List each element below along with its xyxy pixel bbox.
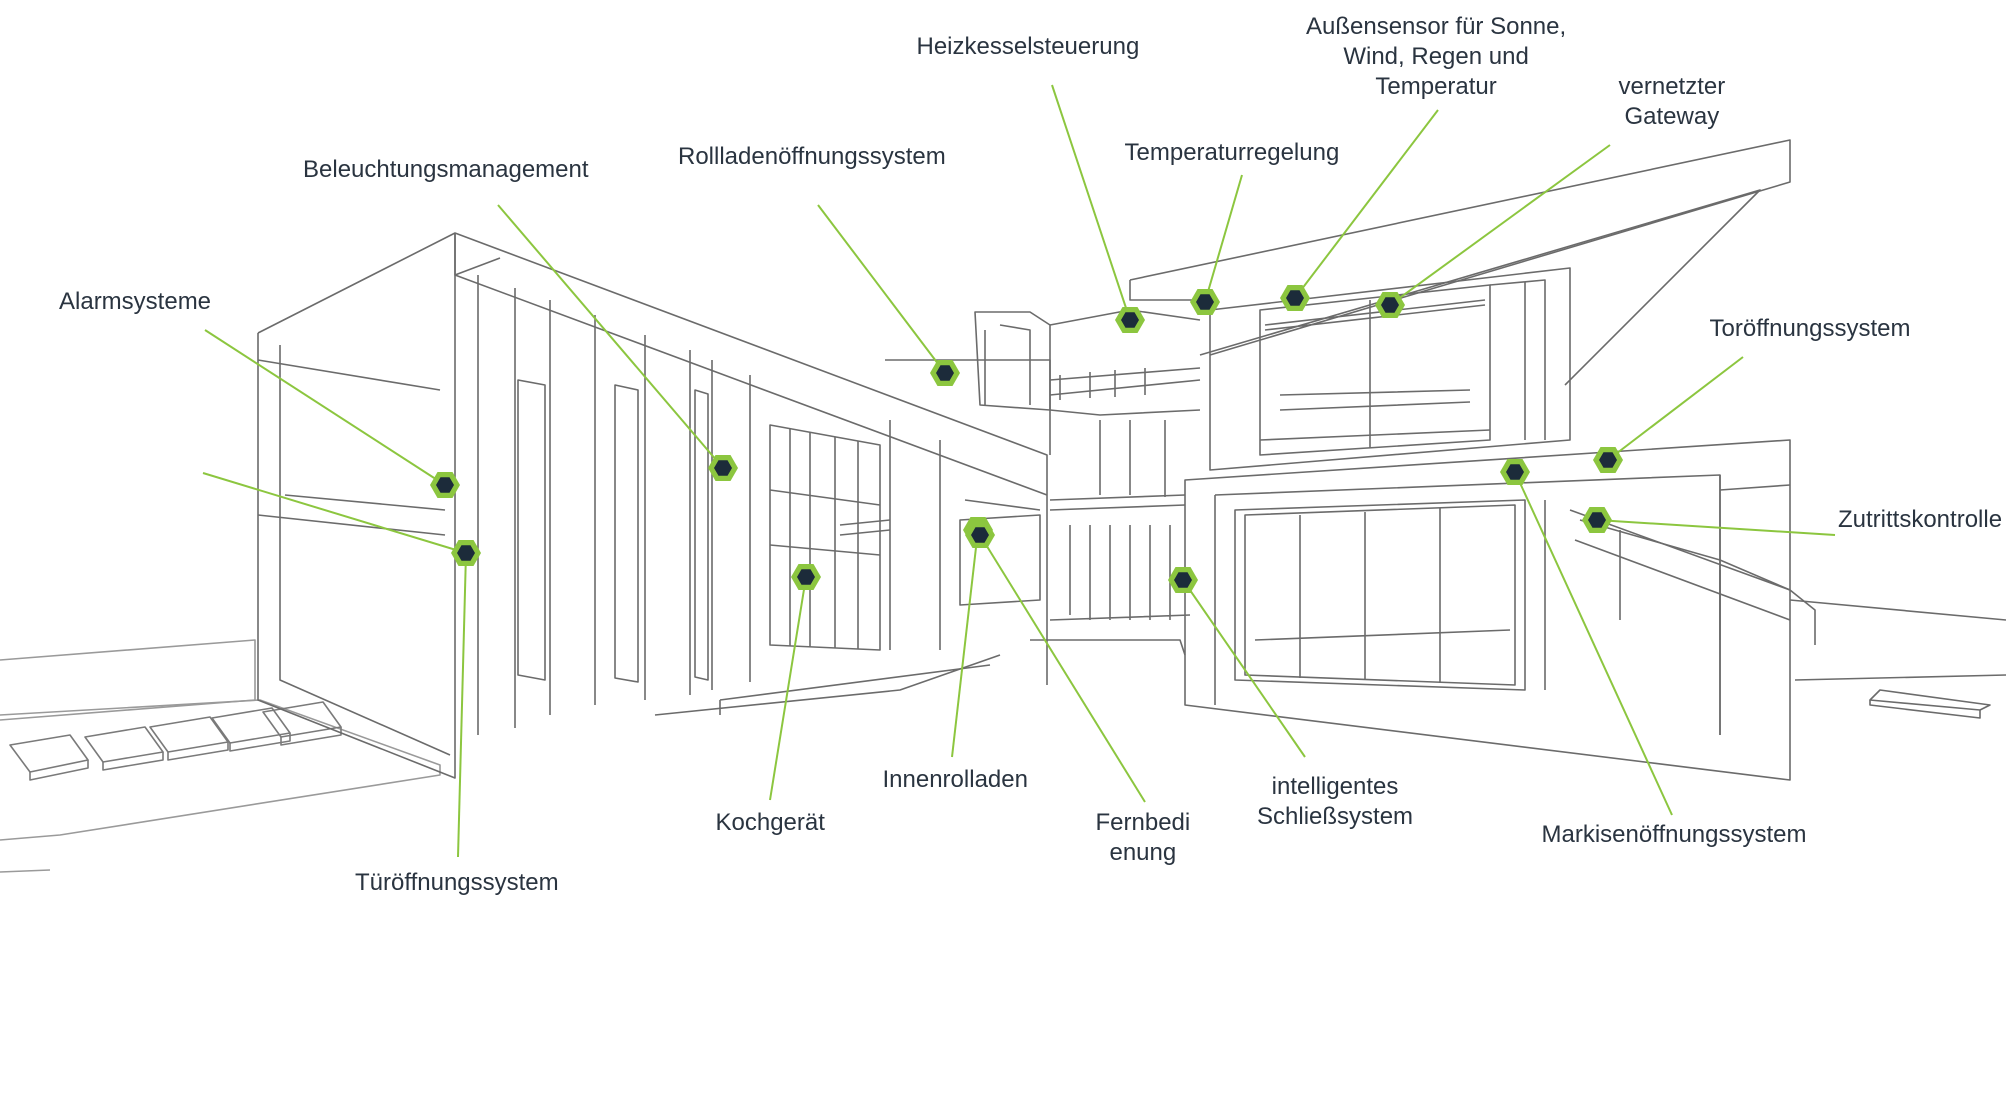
hotspot-schliess[interactable] bbox=[1168, 567, 1198, 593]
hotspot-heizkessel[interactable] bbox=[1115, 307, 1145, 333]
label-rollladen: Rollladenöffnungssystem bbox=[678, 143, 946, 170]
leader-line-toroeffnung bbox=[1607, 356, 1744, 461]
hotspot-inner-hex-icon bbox=[714, 460, 732, 476]
hotspot-inner-hex-icon bbox=[1121, 312, 1139, 328]
hotspot-tueroeffnung[interactable] bbox=[451, 540, 481, 566]
hotspot-temperatur[interactable] bbox=[1190, 289, 1220, 315]
leader-line-gateway bbox=[1389, 144, 1611, 306]
label-gateway: vernetzter Gateway bbox=[1618, 73, 1726, 130]
leader-line-rollladen bbox=[817, 204, 946, 374]
leader-line-schliess bbox=[1182, 579, 1306, 758]
leader-line-temperatur bbox=[1204, 174, 1243, 303]
hotspot-inner-hex-icon bbox=[436, 477, 454, 493]
label-schliess: intelligentes Schließsystem bbox=[1257, 773, 1414, 830]
hotspot-inner-hex-icon bbox=[1599, 452, 1617, 468]
leader-line-aussensensor bbox=[1294, 109, 1439, 299]
label-heizkessel: Heizkesselsteuerung bbox=[916, 33, 1140, 60]
leader-line-innenrolladen bbox=[951, 529, 979, 758]
hotspot-inner-hex-icon bbox=[457, 545, 475, 561]
label-innenrolladen: Innenrolladen bbox=[882, 766, 1028, 793]
hotspot-zutritt[interactable] bbox=[1582, 507, 1612, 533]
label-beleuchtung: Beleuchtungsmanagement bbox=[303, 156, 589, 183]
label-markise: Markisenöffnungssystem bbox=[1541, 821, 1807, 848]
leader-line-beleuchtung bbox=[497, 204, 724, 469]
label-zutritt: Zutrittskontrolle bbox=[1838, 506, 2003, 533]
hotspot-inner-hex-icon bbox=[971, 527, 989, 543]
hotspot-markise[interactable] bbox=[1500, 459, 1530, 485]
leader-line-unlabeled bbox=[202, 472, 467, 554]
hotspot-inner-hex-icon bbox=[1506, 464, 1524, 480]
leader-line-heizkessel bbox=[1051, 84, 1131, 321]
hotspot-toroeffnung[interactable] bbox=[1593, 447, 1623, 473]
leader-line-tueroeffnung bbox=[457, 552, 467, 858]
hotspot-alarm[interactable] bbox=[430, 472, 460, 498]
label-kochgeraet: Kochgerät bbox=[715, 809, 825, 836]
hotspot-inner-hex-icon bbox=[1286, 290, 1304, 306]
hotspot-inner-hex-icon bbox=[936, 365, 954, 381]
hotspot-gateway[interactable] bbox=[1375, 292, 1405, 318]
leader-line-zutritt bbox=[1596, 519, 1836, 536]
hotspot-fernbedienung[interactable] bbox=[965, 522, 995, 548]
label-temperatur: Temperaturregelung bbox=[1124, 139, 1340, 166]
label-fernbedienung: Fernbedi enung bbox=[1095, 809, 1191, 866]
leader-line-alarm bbox=[204, 329, 446, 486]
label-alarm: Alarmsysteme bbox=[59, 288, 212, 315]
hotspot-inner-hex-icon bbox=[1588, 512, 1606, 528]
hotspot-beleuchtung[interactable] bbox=[708, 455, 738, 481]
label-toroeffnung: Toröffnungssystem bbox=[1709, 315, 1911, 342]
leader-line-markise bbox=[1514, 471, 1673, 816]
hotspot-kochgeraet[interactable] bbox=[791, 564, 821, 590]
hotspot-inner-hex-icon bbox=[1381, 297, 1399, 313]
label-aussensensor: Außensensor für Sonne, Wind, Regen und T… bbox=[1306, 13, 1567, 100]
hotspot-aussensensor[interactable] bbox=[1280, 285, 1310, 311]
hotspot-inner-hex-icon bbox=[1174, 572, 1192, 588]
leader-line-kochgeraet bbox=[769, 576, 807, 801]
leader-line-fernbedienung bbox=[979, 534, 1146, 803]
hotspot-inner-hex-icon bbox=[797, 569, 815, 585]
label-tueroeffnung: Türöffnungssystem bbox=[355, 869, 559, 896]
hotspot-inner-hex-icon bbox=[1196, 294, 1214, 310]
hotspot-rollladen[interactable] bbox=[930, 360, 960, 386]
